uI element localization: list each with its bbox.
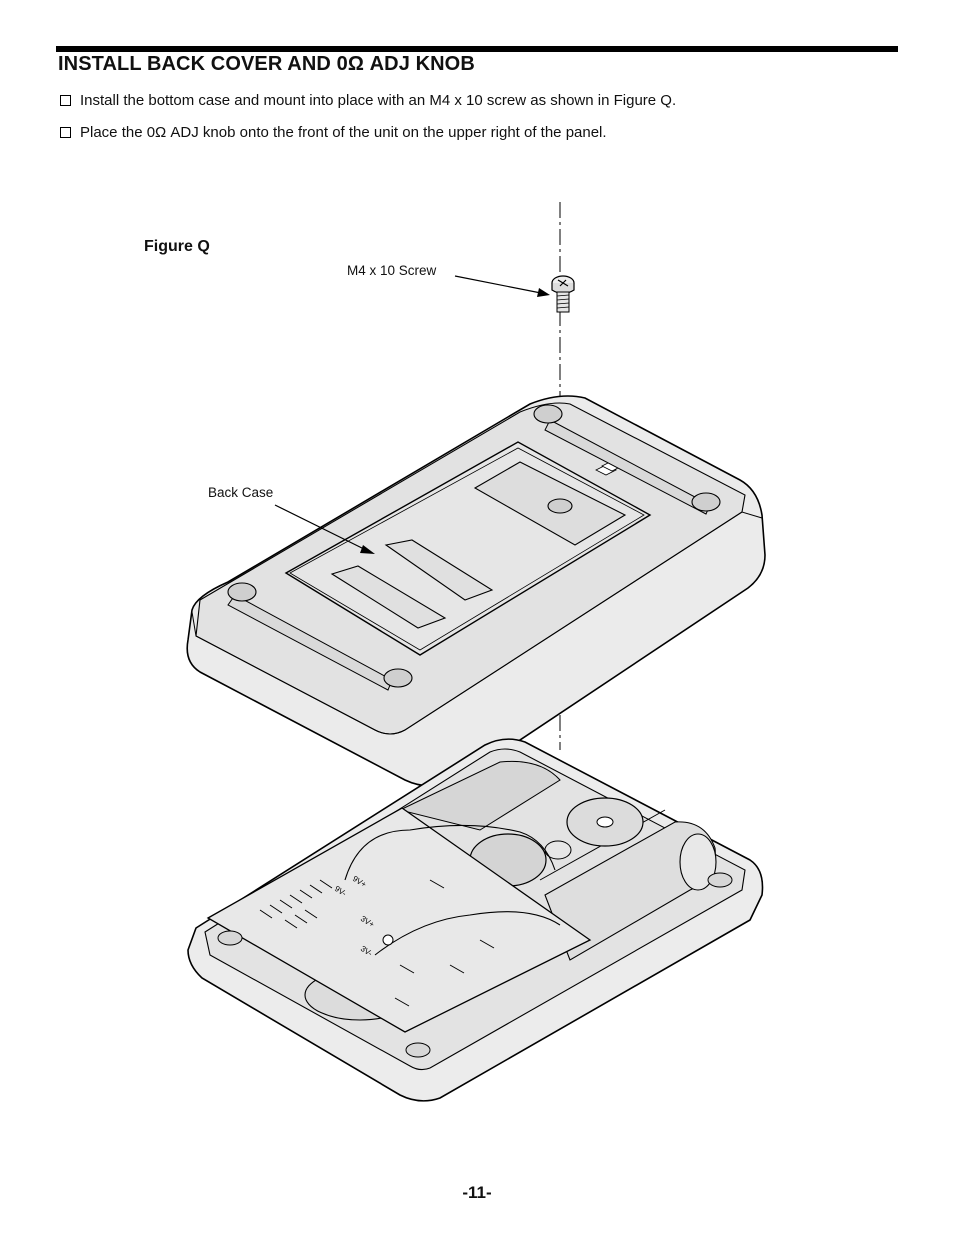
- page-title: INSTALL BACK COVER AND 0Ω ADJ KNOB: [58, 53, 475, 75]
- back-case-callout-label: Back Case: [208, 485, 274, 500]
- screw-leader-line: [454, 275, 547, 295]
- front-case-shape: 9V+ 9V- 3V+ 3V-: [187, 738, 764, 1102]
- screw-callout-label: M4 x 10 Screw: [347, 263, 437, 278]
- instruction-step-1: Install the bottom case and mount into p…: [60, 92, 676, 109]
- foot-icon: [227, 582, 257, 602]
- back-case-leader-line: [274, 504, 371, 553]
- foot-icon: [533, 404, 563, 424]
- instruction-step-2: Place the 0Ω ADJ knob onto the front of …: [60, 124, 607, 141]
- checkbox-icon[interactable]: [60, 95, 71, 106]
- screw-icon: [551, 275, 575, 313]
- page-number: -11-: [462, 1183, 492, 1202]
- instruction-text: Place the 0Ω ADJ knob onto the front of …: [80, 124, 607, 141]
- back-case-leader-arrow: [360, 545, 375, 554]
- foot-icon: [691, 492, 721, 512]
- header-rule: [56, 46, 898, 52]
- checkbox-icon[interactable]: [60, 127, 71, 138]
- foot-icon: [383, 668, 413, 688]
- instruction-text: Install the bottom case and mount into p…: [80, 92, 677, 109]
- figure-label: Figure Q: [144, 238, 210, 255]
- back-case-shape: [186, 395, 766, 787]
- screw-leader-arrow: [537, 288, 550, 297]
